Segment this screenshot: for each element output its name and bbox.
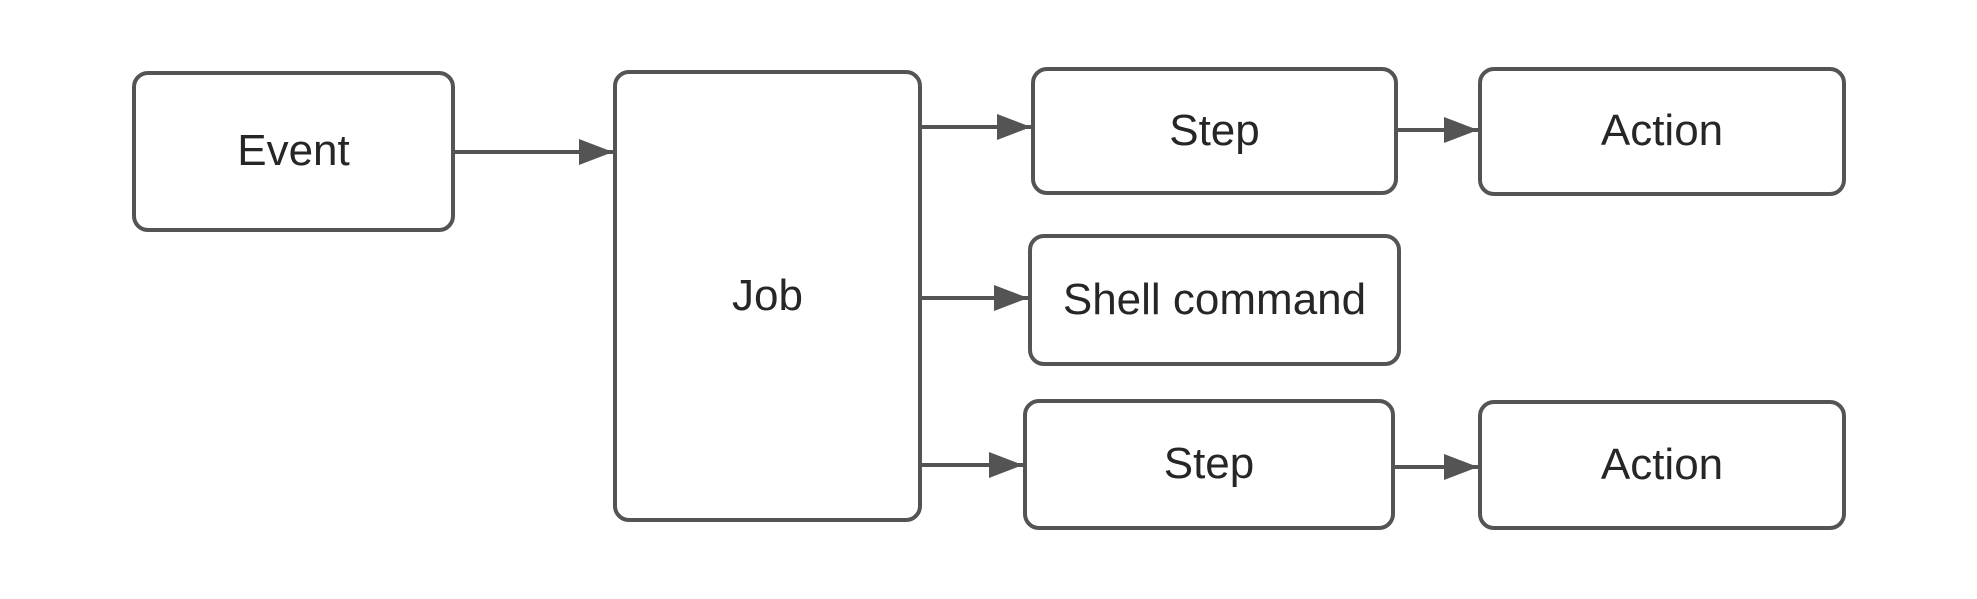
action-node-bottom: Action xyxy=(1478,400,1846,530)
shell-command-node: Shell command xyxy=(1028,234,1401,366)
action-node-top: Action xyxy=(1478,67,1846,196)
event-node: Event xyxy=(132,71,455,232)
job-node-label: Job xyxy=(732,270,803,320)
step-node-top: Step xyxy=(1031,67,1398,195)
action-node-bottom-label: Action xyxy=(1600,439,1724,489)
step-node-top-label: Step xyxy=(1169,105,1260,155)
job-node: Job xyxy=(613,70,922,522)
shell-command-node-label: Shell command xyxy=(1062,274,1367,324)
event-node-label: Event xyxy=(237,126,350,176)
step-node-bottom-label: Step xyxy=(1163,439,1255,489)
step-node-bottom: Step xyxy=(1023,399,1395,530)
action-node-top-label: Action xyxy=(1600,106,1724,156)
